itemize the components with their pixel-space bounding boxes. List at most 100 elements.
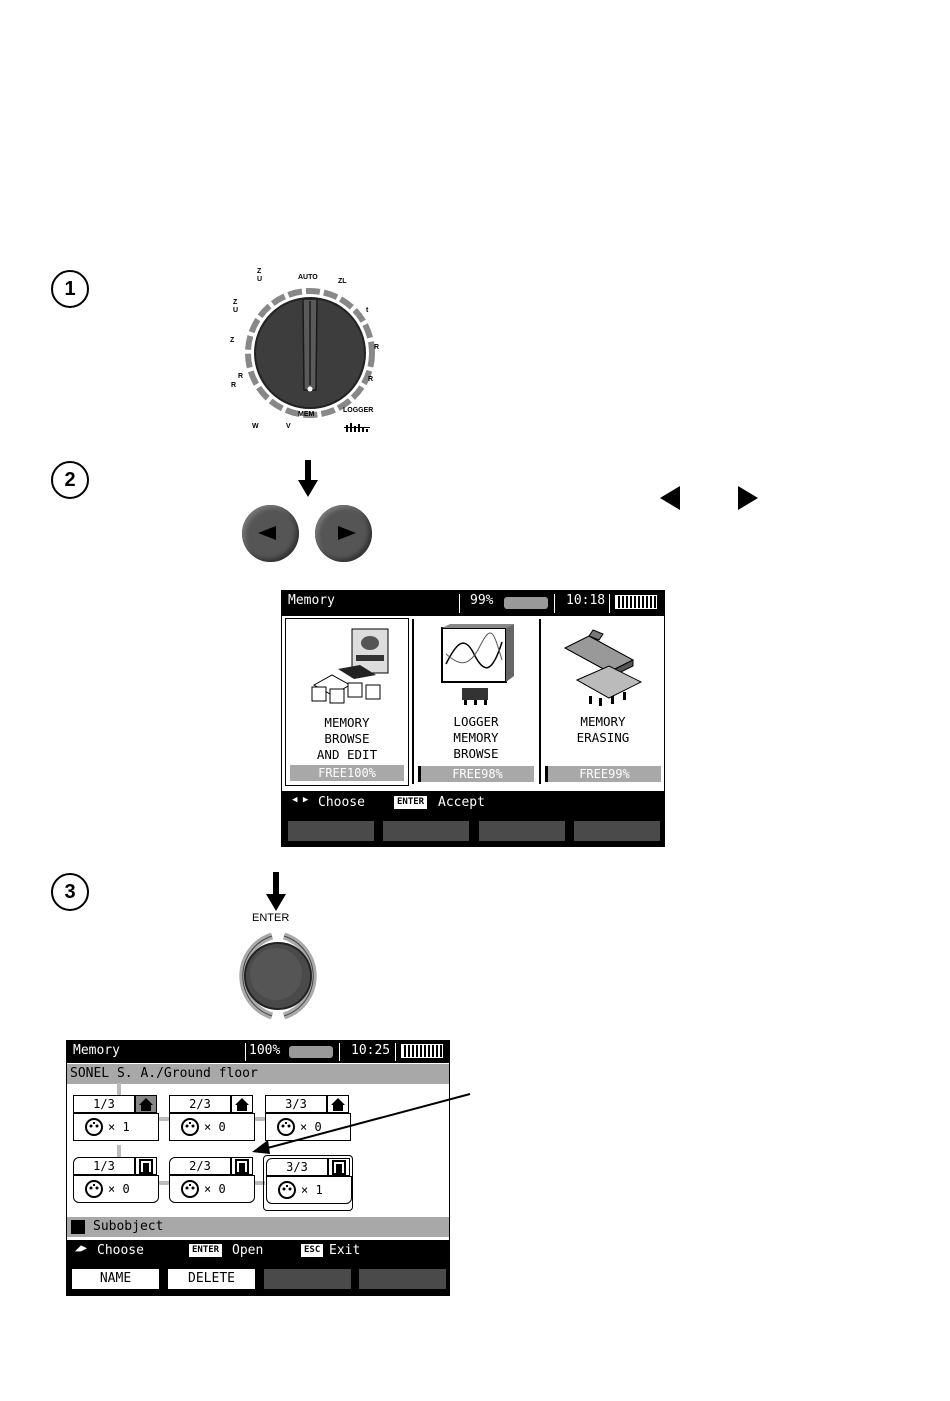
- tile-memory-browse-edit[interactable]: MEMORY BROWSE AND EDIT FREE100%: [285, 618, 409, 786]
- logger-bars-icon: [344, 417, 370, 432]
- door-icon: [231, 1157, 253, 1175]
- down-arrow-icon: [266, 872, 286, 911]
- tile-logger-memory-browse[interactable]: LOGGER MEMORY BROWSE FREE98%: [414, 618, 538, 786]
- name-button[interactable]: NAME: [71, 1268, 160, 1290]
- tree-connector: [159, 1117, 169, 1121]
- bar-divider: [609, 594, 610, 613]
- rotary-dial[interactable]: Z U AUTO Z U Z R R W MEM V LOGGER t R R …: [225, 265, 390, 435]
- status-bar: Memory 99% 10:18: [282, 591, 664, 616]
- memory-gauge: [289, 1046, 333, 1058]
- object-index: 3/3: [265, 1095, 327, 1113]
- enter-button[interactable]: [232, 932, 324, 1020]
- hint-choose: Choose: [318, 795, 365, 810]
- function-key-f3[interactable]: [263, 1268, 352, 1290]
- pointer-arrow: [252, 1093, 471, 1154]
- door-icon: [328, 1158, 350, 1176]
- hint-bar: ◀ ▶ Choose ENTER Accept: [282, 791, 664, 816]
- free-indicator: FREE98%: [418, 766, 534, 782]
- rotary-dial-icon: [245, 288, 375, 418]
- left-arrow-key-icon: [660, 486, 680, 510]
- measurement-count: × 0: [204, 1120, 226, 1134]
- enter-key-badge: ENTER: [394, 796, 428, 809]
- dial-label-r4: R: [368, 376, 374, 383]
- bar-divider: [339, 1043, 340, 1061]
- dial-label-auto: AUTO: [298, 274, 318, 281]
- function-key-f4[interactable]: [358, 1268, 447, 1290]
- subobject-icon: [71, 1220, 85, 1234]
- tile-memory-erasing[interactable]: MEMORY ERASING FREE99%: [541, 618, 664, 786]
- object-index: 1/3: [73, 1095, 135, 1113]
- house-icon: [327, 1095, 349, 1113]
- dial-label-logger: LOGGER: [343, 407, 374, 414]
- object-cell[interactable]: 2/3 × 0: [169, 1157, 255, 1207]
- down-arrow-icon: [298, 460, 318, 497]
- step-2-marker: 2: [51, 461, 89, 499]
- tile-divider: [539, 619, 541, 784]
- socket-icon: [85, 1180, 103, 1198]
- dial-label-w: W: [252, 423, 259, 430]
- object-cell[interactable]: 1/3 × 1: [73, 1095, 159, 1145]
- socket-icon: [278, 1181, 296, 1199]
- delete-button[interactable]: DELETE: [167, 1268, 256, 1290]
- door-icon: [135, 1157, 157, 1175]
- right-button[interactable]: [315, 505, 372, 562]
- socket-icon: [181, 1180, 199, 1198]
- dial-label-z3: Z: [230, 337, 235, 344]
- tile-line: MEMORY: [324, 715, 370, 730]
- object-cell[interactable]: 1/3 × 0: [73, 1157, 159, 1207]
- bar-divider: [395, 1043, 396, 1061]
- tile-line: MEMORY: [580, 714, 626, 729]
- memory-percent: 100%: [249, 1043, 281, 1058]
- dial-label-r1: R: [238, 373, 244, 380]
- memory-tree-icon: [311, 628, 389, 704]
- subobject-bar: Subobject: [67, 1217, 449, 1237]
- house-icon: [135, 1095, 157, 1113]
- measurement-count: × 0: [204, 1182, 226, 1196]
- screen-title: Memory: [73, 1043, 120, 1058]
- dial-label-v: V: [286, 423, 291, 430]
- function-key-f1[interactable]: [287, 820, 375, 842]
- dial-label-t: t: [366, 307, 369, 314]
- tree-connector: [255, 1117, 265, 1121]
- triangle-left-icon: [258, 526, 276, 540]
- tile-line: LOGGER: [453, 714, 499, 729]
- function-key-f4[interactable]: [573, 820, 661, 842]
- function-key-f3[interactable]: [478, 820, 566, 842]
- memory-tree-screen: Memory 100% 10:25 SONEL S. A./Ground flo…: [66, 1040, 450, 1296]
- object-cell-selected[interactable]: 3/3 × 1: [263, 1155, 353, 1211]
- socket-icon: [181, 1118, 199, 1136]
- dial-label-r3: R: [374, 344, 380, 351]
- right-arrow-key-icon: [738, 486, 758, 510]
- subobject-label: Subobject: [93, 1219, 164, 1234]
- dial-label-z2: Z: [233, 299, 238, 306]
- memory-gauge: [504, 597, 548, 609]
- measurement-count: × 1: [301, 1183, 323, 1197]
- measurement-count: × 0: [108, 1182, 130, 1196]
- object-cell[interactable]: 2/3 × 0: [169, 1095, 255, 1145]
- memory-erase-icon: [563, 629, 643, 706]
- navigate-arrows-icon: ◢▶: [75, 1243, 88, 1254]
- free-indicator: FREE99%: [545, 766, 661, 782]
- enter-key-badge: ENTER: [189, 1244, 223, 1257]
- bar-divider: [459, 594, 460, 613]
- hint-exit: Exit: [329, 1243, 361, 1258]
- left-button[interactable]: [242, 505, 299, 562]
- function-keys-bar: [282, 816, 664, 846]
- battery-icon: [615, 595, 657, 609]
- logger-graph-icon: [441, 624, 514, 705]
- socket-icon: [277, 1118, 295, 1136]
- object-index: 2/3: [169, 1157, 231, 1175]
- clock: 10:18: [566, 593, 606, 608]
- enter-label: ENTER: [252, 912, 290, 924]
- bar-divider: [554, 594, 555, 613]
- status-bar: Memory 100% 10:25: [67, 1041, 449, 1063]
- tile-line: ERASING: [576, 730, 630, 745]
- hint-open: Open: [232, 1243, 264, 1258]
- left-right-arrows-icon: ◀ ▶: [292, 795, 309, 805]
- function-key-f2[interactable]: [382, 820, 470, 842]
- bar-divider: [245, 1043, 246, 1061]
- step-3-marker: 3: [51, 873, 89, 911]
- tile-line: BROWSE: [324, 731, 370, 746]
- object-index: 1/3: [73, 1157, 135, 1175]
- object-index: 3/3: [266, 1158, 328, 1176]
